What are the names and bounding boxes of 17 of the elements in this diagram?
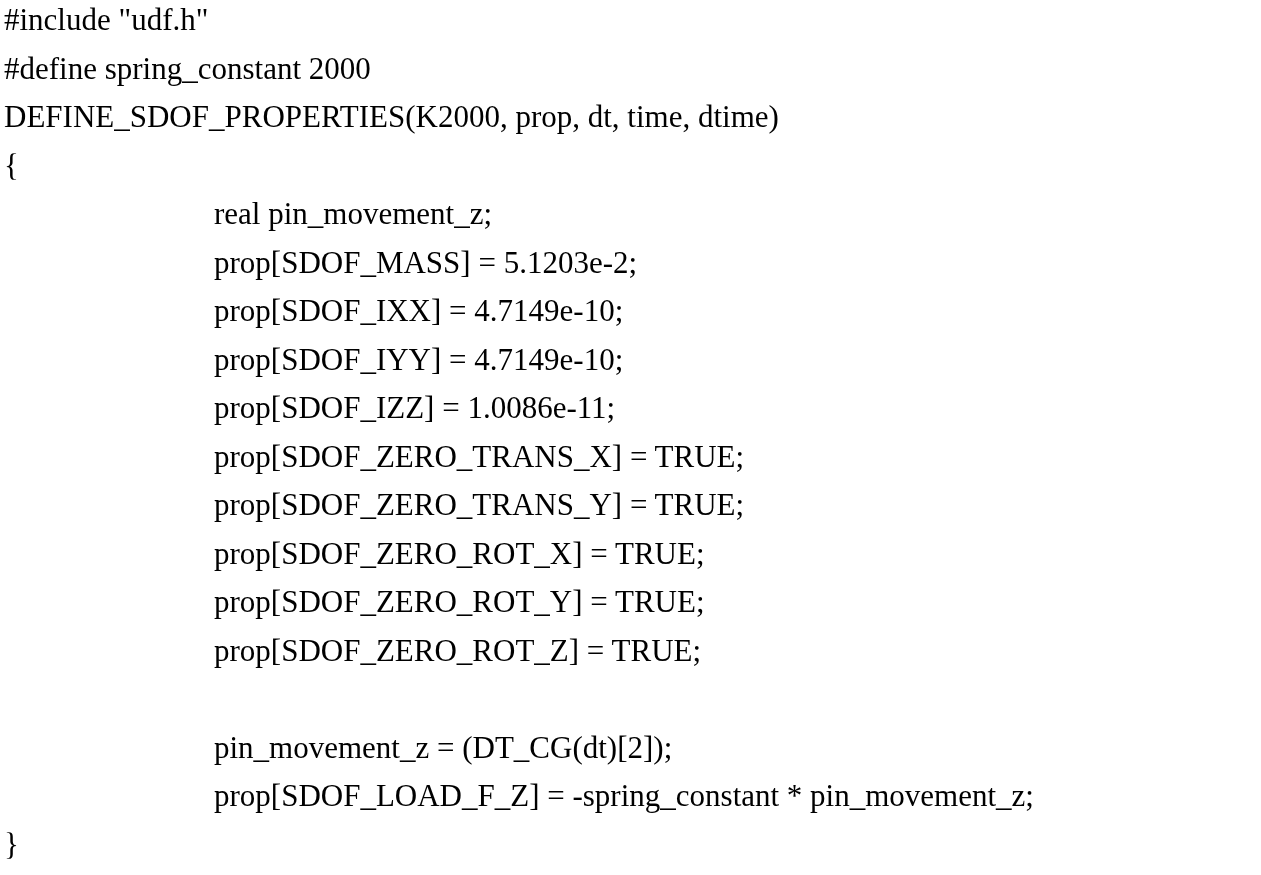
code-line: prop[SDOF_IZZ] = 1.0086e-11;	[214, 390, 616, 426]
code-line: prop[SDOF_IYY] = 4.7149e-10;	[214, 341, 624, 378]
code-line: prop[SDOF_ZERO_TRANS_Y] = TRUE;	[214, 487, 745, 523]
code-line: pin_movement_z = (DT_CG(dt)[2]);	[214, 729, 673, 766]
code-line: prop[SDOF_ZERO_ROT_Y] = TRUE;	[214, 584, 705, 620]
code-line: prop[SDOF_IXX] = 4.7149e-10;	[214, 293, 624, 329]
code-line: {	[4, 147, 19, 184]
code-line: prop[SDOF_MASS] = 5.1203e-2;	[214, 244, 638, 281]
code-line: prop[SDOF_LOAD_F_Z] = -spring_constant * pin_movement_z;	[214, 778, 1034, 814]
code-line: #include "udf.h"	[4, 2, 209, 38]
code-line: real pin_movement_z;	[214, 196, 493, 232]
code-line: }	[4, 826, 19, 863]
code-line: prop[SDOF_ZERO_ROT_X] = TRUE;	[214, 535, 705, 572]
code-line: prop[SDOF_ZERO_TRANS_X] = TRUE;	[214, 438, 745, 475]
code-line: #define spring_constant 2000	[4, 50, 371, 87]
code-line: prop[SDOF_ZERO_ROT_Z] = TRUE;	[214, 632, 702, 669]
code-line: DEFINE_SDOF_PROPERTIES(K2000, prop, dt, time, dtime)	[4, 99, 779, 135]
